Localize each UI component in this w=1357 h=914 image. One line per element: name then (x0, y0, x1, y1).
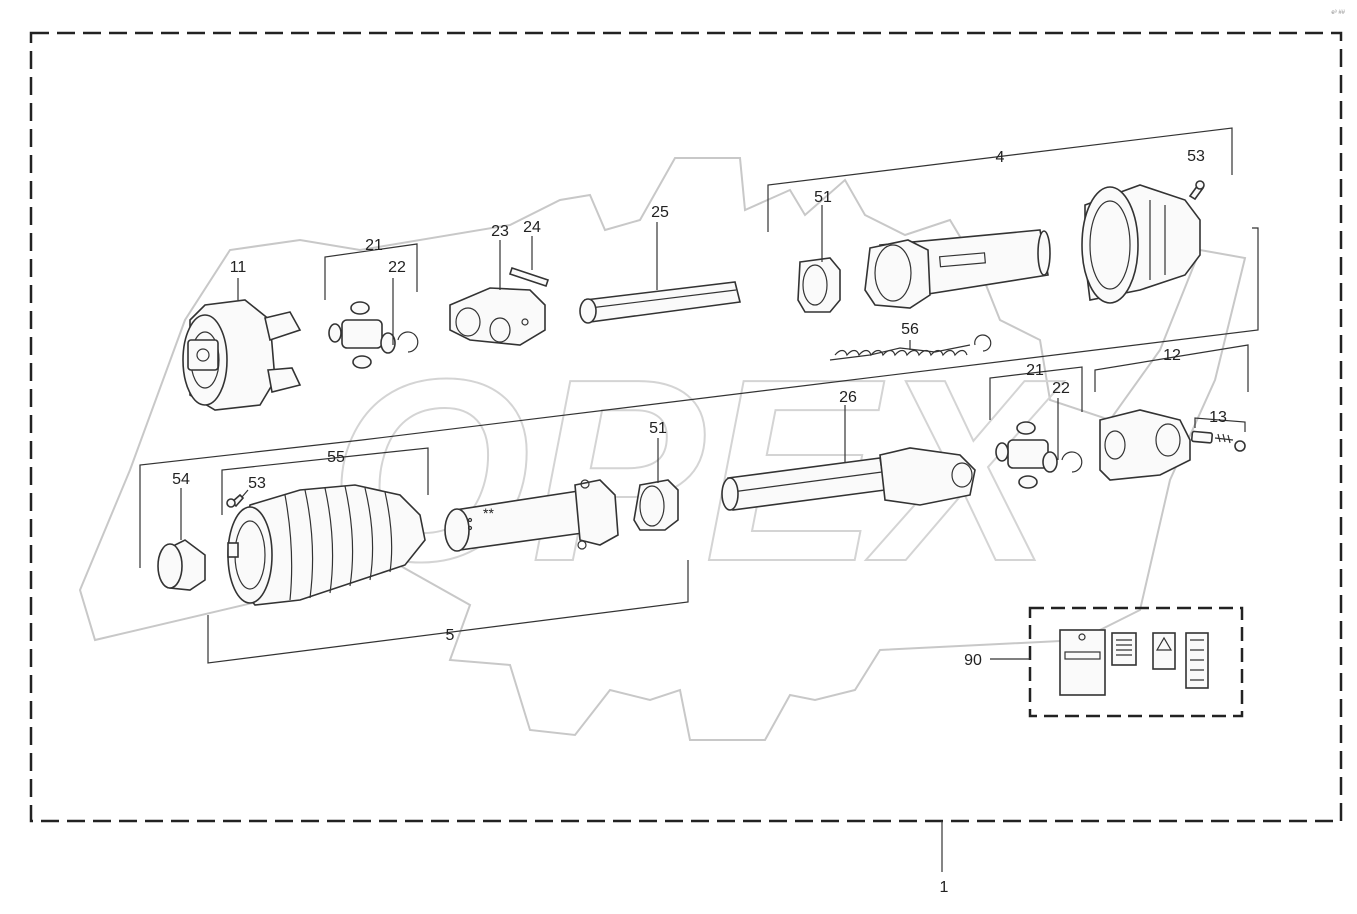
callout-13: 13 (1209, 409, 1227, 426)
part-54-cap (157, 539, 206, 591)
part-guard-tube-upper (864, 229, 1051, 309)
callout-56: 56 (901, 321, 919, 338)
bracket-55 (221, 447, 429, 515)
callout-12: 12 (1163, 347, 1181, 364)
callout-23: 23 (491, 223, 509, 240)
part-12-yoke (1099, 409, 1191, 481)
callout-53-upper: 53 (1187, 148, 1205, 165)
callout-51-lower: 51 (649, 420, 667, 437)
part-55-bellows (227, 484, 426, 606)
callout-5: 5 (446, 627, 455, 644)
callout-21-left: 21 (365, 237, 383, 254)
part-51-bearing-upper (797, 257, 841, 313)
part-13-bolt (1190, 430, 1246, 452)
bracket-5 (139, 439, 689, 664)
callout-21-right: 21 (1026, 362, 1044, 379)
tube-mark: ** (483, 505, 494, 521)
callout-51-upper: 51 (814, 189, 832, 206)
callout-55: 55 (327, 449, 345, 466)
callout-22-left: 22 (388, 259, 406, 276)
callout-25: 25 (651, 204, 669, 221)
callout-90: 90 (964, 652, 982, 669)
part-53-screw-lower (226, 493, 245, 508)
corner-mark: e³ ## (1331, 10, 1345, 16)
part-guard-tube-lower (444, 479, 619, 552)
callout-24: 24 (523, 219, 541, 236)
part-25-profile-tube (579, 281, 741, 324)
part-24-pin (508, 266, 550, 288)
bracket-4 (361, 127, 1259, 441)
part-23-yoke (449, 287, 546, 346)
bracket-21-right (989, 366, 1083, 420)
kit-frame (29, 31, 1343, 823)
callout-11: 11 (230, 259, 247, 276)
bracket-12 (1094, 344, 1249, 392)
callout-54: 54 (172, 471, 190, 488)
part-53-screw-upper (1188, 180, 1205, 201)
callout-4: 4 (996, 149, 1005, 166)
bracket-21-left (324, 243, 418, 300)
callout-26: 26 (839, 389, 857, 406)
part-26-outer-tube (721, 447, 976, 511)
part-11-clutch (182, 299, 302, 411)
callout-53-lower: 53 (248, 475, 266, 492)
part-51-bearing-lower (633, 479, 679, 531)
callout-22-right: 22 (1052, 380, 1070, 397)
part-21-cross-left (328, 301, 419, 369)
decal-set (1059, 629, 1209, 696)
part-guard-cone-upper (1081, 184, 1201, 304)
part-56-chain (829, 334, 992, 361)
decal-kit-frame (1028, 606, 1244, 718)
part-21-cross-right (995, 421, 1083, 489)
callout-1: 1 (940, 879, 949, 896)
